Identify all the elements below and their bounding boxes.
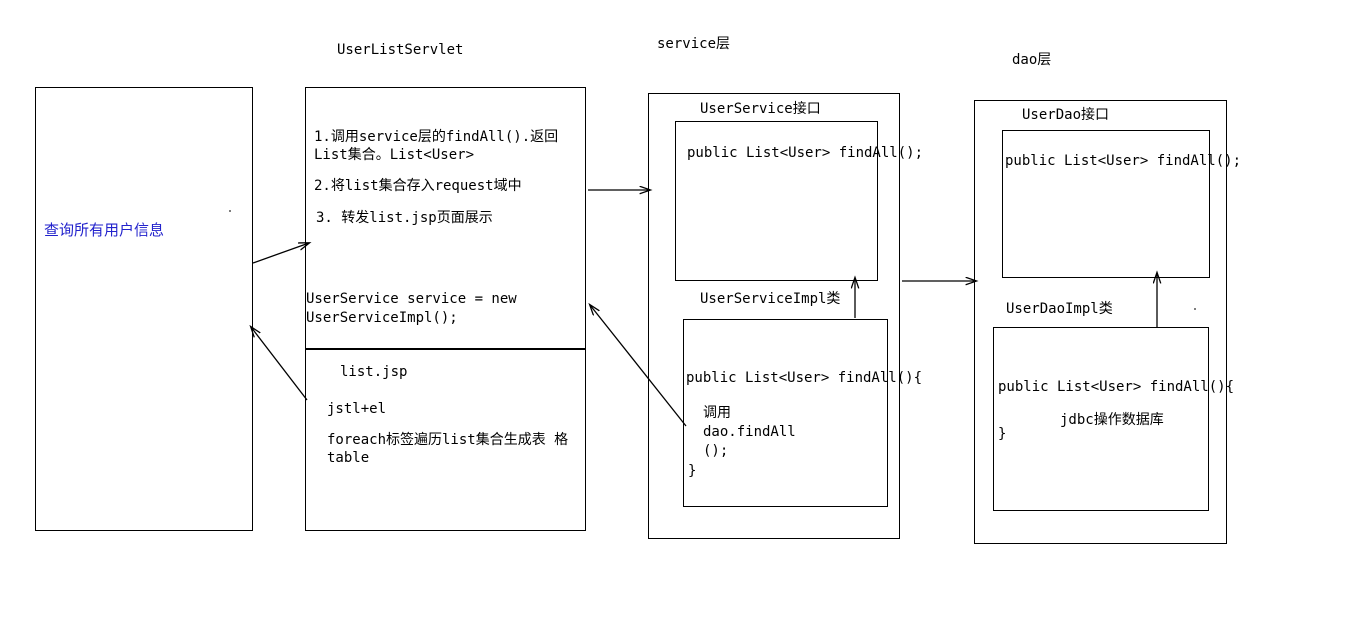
arrow-request-to-servlet	[252, 243, 309, 264]
jsp-file-name: list.jsp	[340, 364, 408, 380]
stray-dot-left	[229, 210, 231, 212]
service-impl-body: 调用 dao.findAll ();	[703, 405, 796, 459]
dao-impl-signature: public List<User> findAll(){	[998, 379, 1235, 395]
servlet-service-instantiation-code: UserService service = new UserServiceImp…	[306, 291, 517, 326]
servlet-step-1: 1.调用service层的findAll().返回 List集合。List<Us…	[314, 129, 559, 164]
arrow-jsp-to-request	[251, 327, 308, 401]
dao-layer-label: dao层	[1012, 52, 1052, 68]
dao-interface-code: public List<User> findAll();	[1005, 153, 1242, 169]
dao-impl-box[interactable]	[993, 327, 1209, 511]
servlet-layer-label: UserListServlet	[337, 42, 464, 58]
service-interface-box[interactable]	[675, 121, 878, 281]
stray-dot-dao	[1194, 308, 1196, 310]
dao-impl-closing-brace: }	[998, 426, 1007, 442]
dao-impl-title: UserDaoImpl类	[1006, 301, 1113, 317]
servlet-step-3: 3. 转发list.jsp页面展示	[316, 210, 493, 226]
service-interface-code: public List<User> findAll();	[687, 145, 924, 161]
request-box-label: 查询所有用户信息	[44, 221, 165, 239]
request-box[interactable]	[35, 87, 253, 531]
service-impl-title: UserServiceImpl类	[700, 291, 841, 307]
service-layer-label: service层	[657, 36, 731, 52]
jsp-description: foreach标签遍历list集合生成表 格table	[327, 432, 569, 467]
servlet-box[interactable]	[305, 87, 586, 349]
service-interface-title: UserService接口	[700, 101, 821, 117]
service-impl-closing-brace: }	[688, 463, 697, 479]
jsp-tech-label: jstl+el	[327, 401, 387, 417]
dao-interface-title: UserDao接口	[1022, 107, 1110, 123]
dao-interface-box[interactable]	[1002, 130, 1210, 278]
jsp-box[interactable]	[305, 349, 586, 531]
dao-layer-box[interactable]	[974, 100, 1227, 544]
service-impl-signature: public List<User> findAll(){	[686, 370, 923, 386]
dao-impl-body: jdbc操作数据库	[1060, 412, 1164, 428]
servlet-step-2: 2.将list集合存入request域中	[314, 178, 522, 194]
